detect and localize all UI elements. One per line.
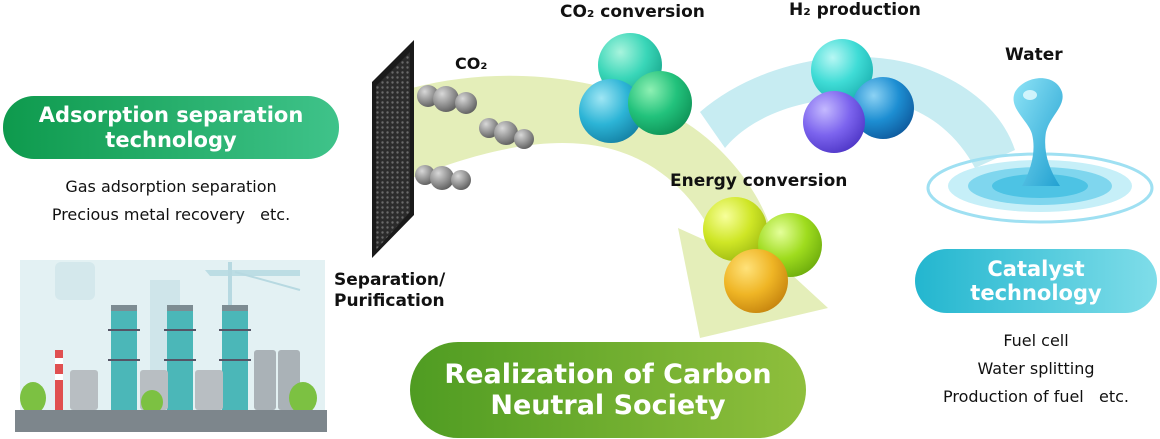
- list-item: Fuel cell: [1003, 331, 1069, 350]
- catalyst-technology-title: Catalyst technology: [970, 256, 1102, 305]
- energy-conversion-label: Energy conversion: [670, 171, 848, 191]
- catalyst-items: Fuel cell Water splitting Production of …: [920, 327, 1152, 411]
- adsorption-technology-title: Adsorption separation technology: [38, 103, 304, 152]
- factory-illustration: [15, 260, 327, 432]
- co2-molecule: [415, 165, 471, 190]
- co2-conversion-spheres: [579, 33, 692, 143]
- co2-molecule: [479, 118, 534, 149]
- h2-production-label: H₂ production: [789, 0, 921, 20]
- list-item: Gas adsorption separation: [65, 177, 277, 196]
- cyan-arrow: [700, 56, 1015, 168]
- carbon-neutral-title: Realization of Carbon Neutral Society: [444, 358, 772, 421]
- list-item: Precious metal recovery etc.: [51, 205, 291, 224]
- co2-molecule: [417, 85, 477, 114]
- adsorption-pill-bg: [3, 96, 339, 159]
- adsorption-items: Gas adsorption separation Precious metal…: [10, 173, 332, 229]
- center-pill-bg: [410, 342, 806, 438]
- energy-conversion-spheres: [703, 197, 822, 313]
- list-item: Water splitting: [977, 359, 1095, 378]
- co2-label: CO₂: [455, 54, 488, 73]
- water-label: Water: [1005, 45, 1063, 65]
- separation-purification-label: Separation/ Purification: [334, 270, 446, 312]
- filter-membrane: [372, 40, 414, 258]
- h2-production-spheres: [803, 39, 914, 153]
- list-item: Production of fuel etc.: [942, 387, 1130, 406]
- co2-conversion-label: CO₂ conversion: [560, 2, 705, 22]
- water-drop-icon: [926, 78, 1154, 224]
- catalyst-pill-bg: [915, 249, 1157, 313]
